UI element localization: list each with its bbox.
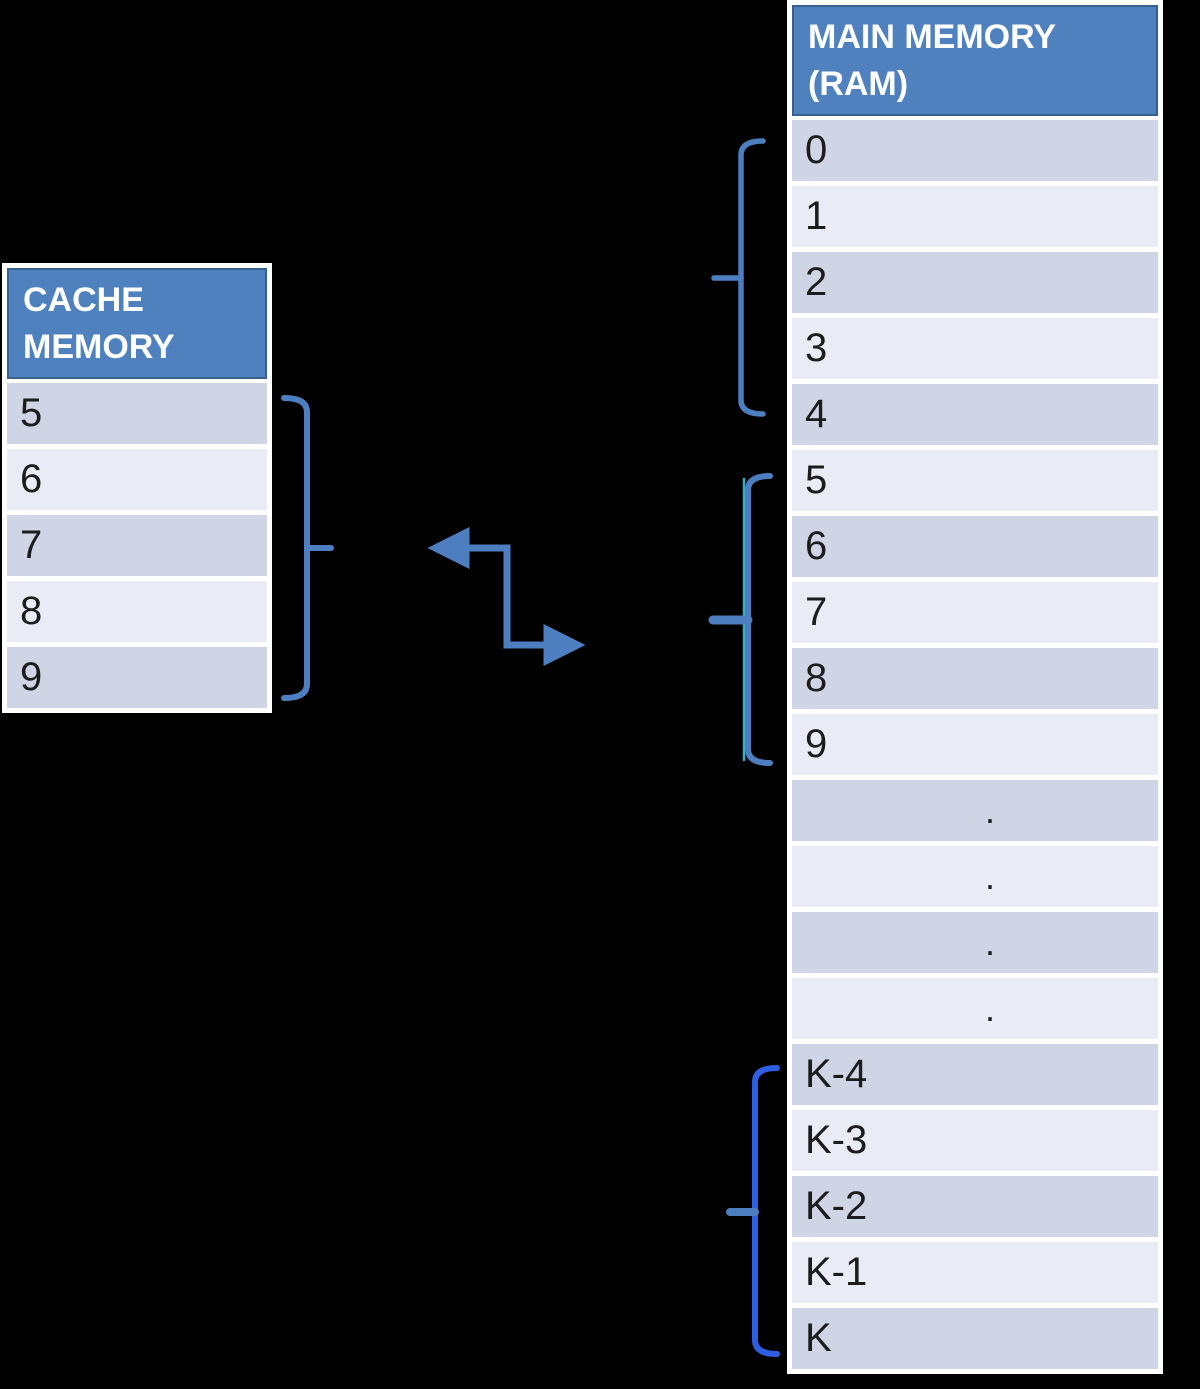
- table-row: 5: [7, 383, 267, 444]
- table-row: 9: [7, 647, 267, 708]
- brace-cache-block-icon: [281, 395, 334, 701]
- table-row: 8: [792, 648, 1158, 709]
- table-row: 7: [792, 582, 1158, 643]
- table-row: 7: [7, 515, 267, 576]
- table-row: 5: [792, 450, 1158, 511]
- table-row: K: [792, 1308, 1158, 1369]
- table-row: .: [792, 912, 1158, 973]
- table-row: 1: [792, 186, 1158, 247]
- table-row: 4: [792, 384, 1158, 445]
- table-row: .: [792, 978, 1158, 1039]
- table-row: 0: [792, 120, 1158, 181]
- brace-main-block-5-9-icon: [708, 473, 773, 766]
- table-row: 6: [7, 449, 267, 510]
- table-row: K-2: [792, 1176, 1158, 1237]
- table-row: K-1: [792, 1242, 1158, 1303]
- table-row: K-4: [792, 1044, 1158, 1105]
- brace-main-block-k-icon: [726, 1065, 780, 1357]
- table-row: .: [792, 846, 1158, 907]
- table-row: 8: [7, 581, 267, 642]
- main-memory-header: MAIN MEMORY (RAM): [792, 5, 1158, 116]
- table-row: 3: [792, 318, 1158, 379]
- table-row: 9: [792, 714, 1158, 775]
- mapping-arrow-icon: [427, 527, 586, 666]
- table-row: K-3: [792, 1110, 1158, 1171]
- brace-main-block-0-4-icon: [711, 138, 766, 417]
- table-row: 6: [792, 516, 1158, 577]
- table-row: .: [792, 780, 1158, 841]
- table-row: 2: [792, 252, 1158, 313]
- cache-memory-header: CACHE MEMORY: [7, 268, 267, 379]
